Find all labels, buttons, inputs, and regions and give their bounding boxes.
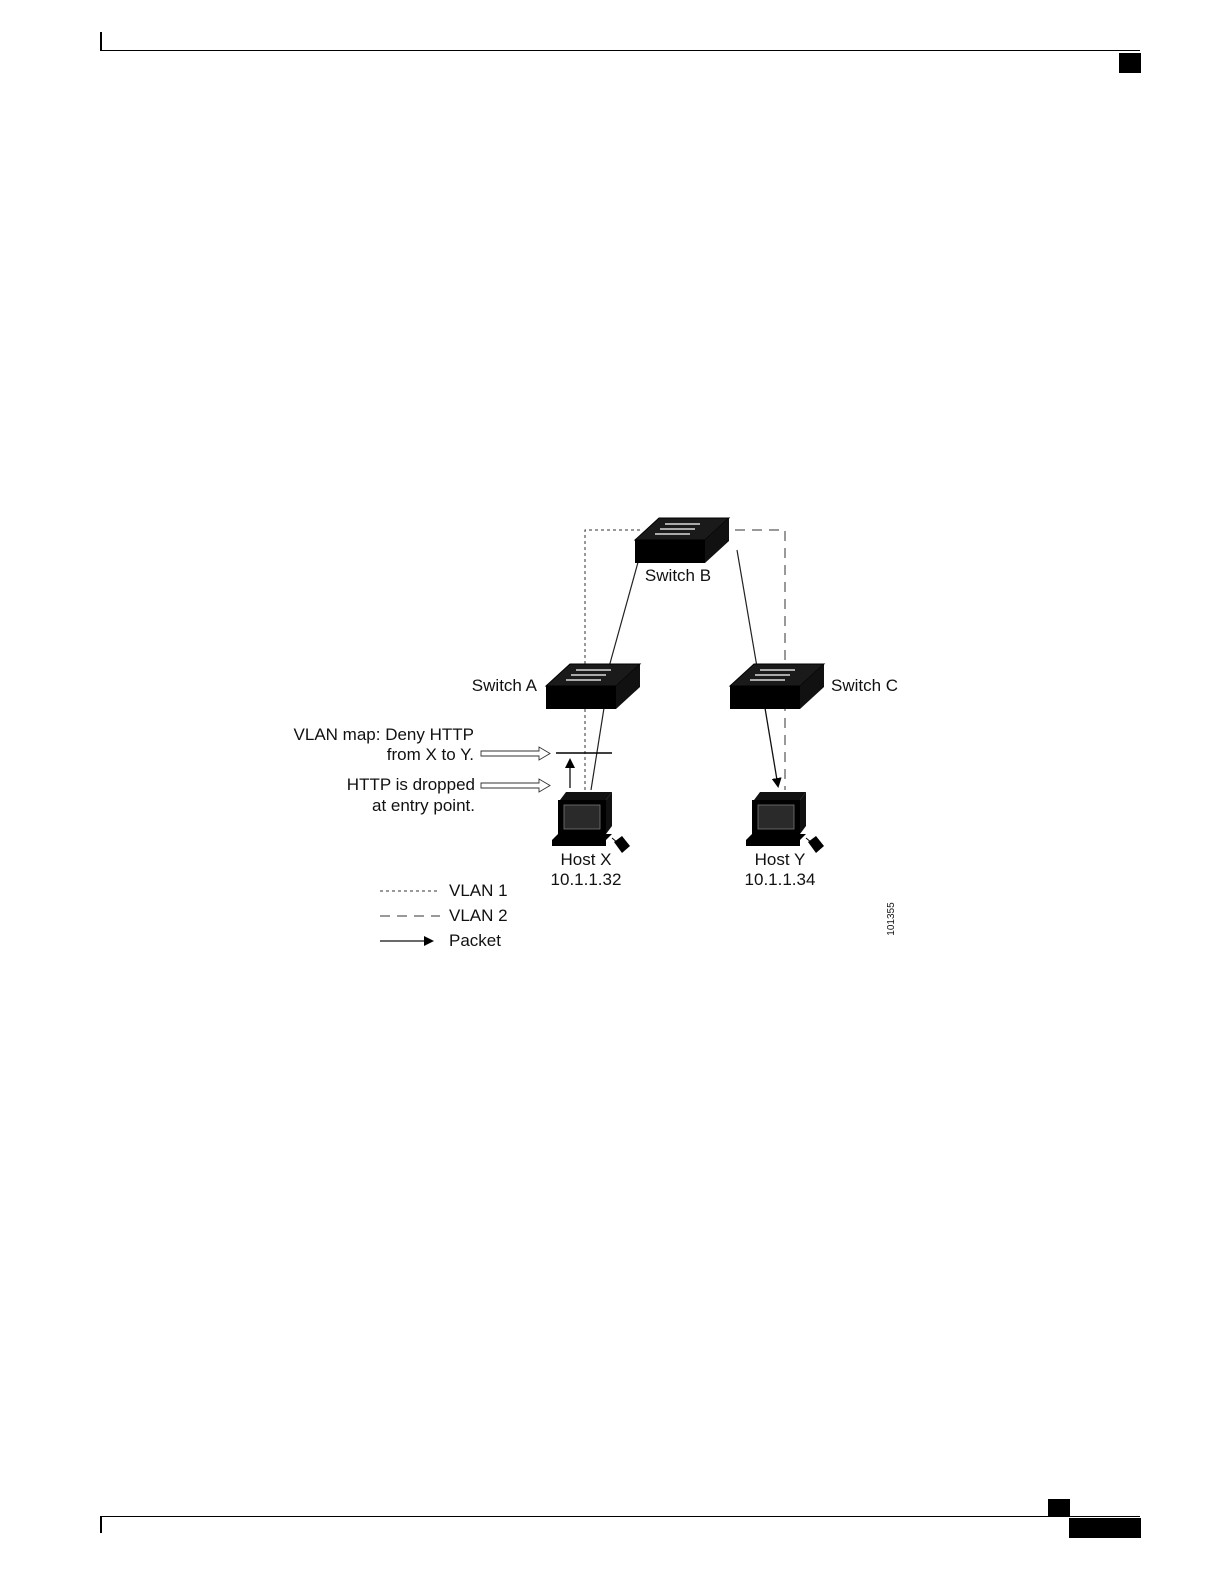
host-y-ip: 10.1.1.34 bbox=[738, 870, 822, 890]
host-y-computer-icon bbox=[746, 792, 824, 853]
switch-b-icon bbox=[635, 518, 729, 563]
switch-b-label: Switch B bbox=[636, 566, 720, 586]
figure-id: 101355 bbox=[885, 899, 899, 939]
switch-c-icon bbox=[730, 664, 824, 709]
vlan2-link bbox=[735, 530, 785, 790]
dropped-note-line2: at entry point. bbox=[300, 796, 475, 816]
switch-a-icon bbox=[546, 664, 640, 709]
host-x-computer-icon bbox=[552, 792, 630, 853]
vlan-map-callout-arrow bbox=[481, 747, 550, 760]
dropped-note-line1: HTTP is dropped bbox=[300, 775, 475, 795]
host-x-ip: 10.1.1.32 bbox=[544, 870, 628, 890]
link-switch-b-to-switch-c bbox=[737, 550, 757, 667]
vlan-map-note-line1: VLAN map: Deny HTTP bbox=[270, 725, 474, 745]
vlan-map-note-line2: from X to Y. bbox=[270, 745, 474, 765]
host-y-name: Host Y bbox=[738, 850, 822, 870]
dropped-callout-arrow bbox=[481, 779, 550, 792]
switch-a-label: Switch A bbox=[440, 676, 537, 696]
switch-c-label: Switch C bbox=[831, 676, 911, 696]
packet-arrow-to-host-y bbox=[765, 708, 778, 786]
legend-vlan1-label: VLAN 1 bbox=[449, 881, 529, 901]
legend-packet-label: Packet bbox=[449, 931, 529, 951]
link-switch-a-to-host-x bbox=[591, 708, 604, 790]
host-x-name: Host X bbox=[544, 850, 628, 870]
vlan1-link bbox=[585, 530, 640, 790]
legend-vlan2-label: VLAN 2 bbox=[449, 906, 529, 926]
